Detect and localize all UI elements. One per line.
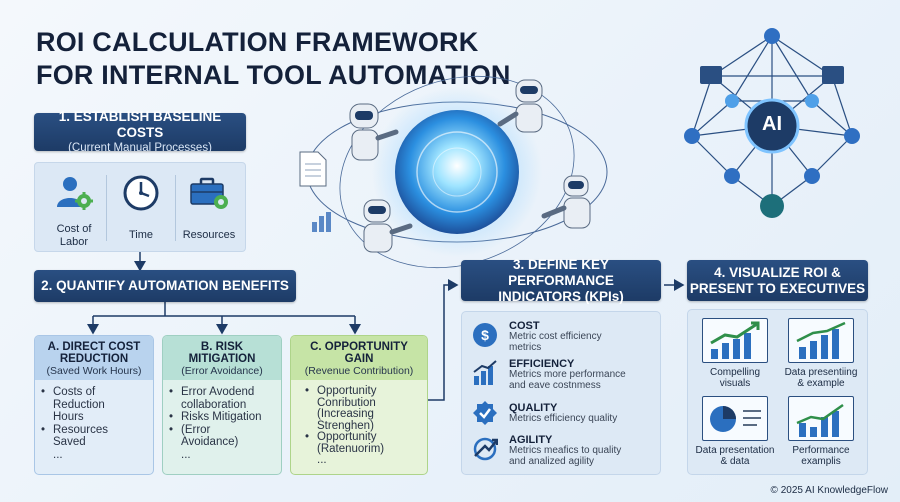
viz-cell-data-presenting: Data presentiing & example (780, 318, 862, 389)
column-a-bullets: •Costs of Reduction Hours •Resources Sav… (41, 386, 108, 461)
robot-icon (541, 175, 591, 229)
list-more: ... (181, 448, 191, 461)
column-a-subtitle: (Saved Work Hours) (46, 365, 142, 377)
benefit-column-direct-cost: A. DIRECT COST REDUCTION (Saved Work Hou… (34, 335, 154, 475)
kpi-agility-desc: Metrics meafics to quality and analized … (509, 445, 622, 467)
viz-caption-data-presenting: Data presentiing & example (784, 367, 858, 389)
kpi-quality-desc: Metrics efficiency quality (509, 413, 618, 424)
divider (175, 175, 176, 241)
list-item: •(Error Avoidance) (169, 423, 239, 449)
baseline-item-labor: Cost of Labor (41, 173, 107, 249)
kpi-cost-name: COST (509, 320, 540, 332)
kpi-efficiency-name: EFFICIENCY (509, 358, 575, 370)
column-b-title: B. RISK MITIGATION (188, 341, 256, 365)
viz-cell-data-presentation: Data presentation & data (694, 396, 776, 467)
step4-header: 4. VISUALIZE ROI & PRESENT TO EXECUTIVES (687, 260, 868, 301)
document-icon (299, 151, 327, 187)
column-c-title: C. OPPORTUNITY GAIN (310, 341, 408, 365)
robot-icon (349, 103, 399, 161)
benefit-column-opportunity-gain: C. OPPORTUNITY GAIN (Revenue Contributio… (290, 335, 428, 475)
monitor-node-icon (700, 66, 722, 84)
quality-badge-icon (473, 401, 497, 425)
glowing-orb (395, 110, 519, 234)
column-c-subtitle: (Revenue Contribution) (304, 365, 414, 377)
growth-chart-icon (796, 403, 844, 437)
bar-trend-chart-icon (796, 321, 846, 359)
list-more: ... (53, 448, 63, 461)
column-a-title: A. DIRECT COST REDUCTION (47, 341, 141, 365)
viz-cell-performance: Performance examplis (780, 396, 862, 467)
column-c-bullets: •Opportunity Conribution (Increasing Str… (305, 385, 385, 467)
agility-icon (473, 437, 498, 461)
clock-icon (123, 175, 159, 211)
ai-robots-illustration (299, 75, 608, 269)
ai-core-node (744, 98, 800, 154)
mini-bar-chart-icon (312, 212, 331, 232)
column-c-header: C. OPPORTUNITY GAIN (Revenue Contributio… (291, 336, 427, 380)
svg-text:$: $ (481, 327, 489, 343)
column-b-header: B. RISK MITIGATION (Error Avoidance) (163, 336, 281, 380)
list-item: •Opportunity (Ratenuorim) (305, 431, 385, 455)
step2-title: 2. QUANTIFY AUTOMATION BENEFITS (41, 278, 289, 293)
viz-cell-compelling: Compelling visuals (694, 318, 776, 389)
title-line-1: ROI CALCULATION FRAMEWORK (36, 27, 479, 57)
baseline-costs-panel: Cost of Labor Time Resources (34, 162, 246, 252)
rising-chart-icon (710, 321, 760, 359)
step1-subtitle: (Current Manual Processes) (68, 142, 212, 154)
column-a-header: A. DIRECT COST REDUCTION (Saved Work Hou… (35, 336, 153, 380)
kpi-panel: $ COST Metric cost efficiency metrics EF… (461, 311, 661, 475)
viz-caption-performance: Performance examplis (792, 445, 850, 467)
dollar-coin-icon: $ (473, 323, 497, 347)
viz-caption-data-presentation: Data presentation & data (695, 445, 775, 467)
baseline-item-time: Time (108, 173, 174, 242)
server-node-icon (822, 66, 844, 84)
baseline-label-resources: Resources (182, 229, 236, 241)
list-item: •Risks Mitigation (169, 411, 262, 423)
arrow-to-kpis (428, 279, 459, 401)
ai-network-diagram (684, 28, 860, 218)
kpi-quality-name: QUALITY (509, 402, 558, 414)
kpi-agility-name: AGILITY (509, 434, 553, 446)
step1-title: 1. ESTABLISH BASELINE COSTS (58, 109, 222, 140)
list-more: ... (317, 454, 327, 466)
copyright-footer: © 2025 AI KnowledgeFlow (770, 485, 888, 496)
kpi-efficiency-desc: Metrics more performance and eave costnm… (509, 369, 626, 391)
step3-title: 3. DEFINE KEY PERFORMANCE INDICATORS (KP… (498, 256, 624, 304)
ai-core-label: AI (762, 113, 782, 135)
list-item: •Error Avodend collaboration (169, 386, 255, 411)
list-item: •Costs of Reduction Hours (41, 386, 105, 423)
pie-chart-icon (710, 406, 761, 432)
visualize-panel: Compelling visuals Data presentiing & ex… (687, 309, 868, 475)
step3-header: 3. DEFINE KEY PERFORMANCE INDICATORS (KP… (461, 257, 661, 304)
divider (106, 175, 107, 241)
kpi-cost-desc: Metric cost efficiency metrics (509, 331, 602, 353)
viz-caption-compelling: Compelling visuals (709, 367, 761, 389)
step4-title: 4. VISUALIZE ROI & PRESENT TO EXECUTIVES (689, 264, 866, 296)
baseline-label-time: Time (128, 229, 154, 241)
baseline-label-labor: Cost of Labor (56, 223, 92, 248)
step1-header: 1. ESTABLISH BASELINE COSTS (Current Man… (34, 109, 246, 154)
robot-icon (497, 79, 543, 133)
baseline-item-resources: Resources (176, 173, 242, 242)
list-item: •Opportunity Conribution (Increasing Str… (305, 385, 377, 432)
column-b-subtitle: (Error Avoidance) (181, 365, 263, 377)
toolbox-gear-icon (190, 177, 228, 209)
benefit-column-risk-mitigation: B. RISK MITIGATION (Error Avoidance) •Er… (162, 335, 282, 475)
bar-chart-icon (473, 360, 497, 385)
title-line-2: FOR INTERNAL TOOL AUTOMATION (36, 60, 511, 90)
worker-gear-icon (57, 177, 93, 210)
list-item: •Resources Saved (41, 423, 108, 449)
robot-icon (363, 199, 413, 253)
step2-header: 2. QUANTIFY AUTOMATION BENEFITS (34, 270, 296, 302)
column-b-bullets: •Error Avodend collaboration •Risks Miti… (169, 386, 262, 461)
page-title: ROI CALCULATION FRAMEWORK FOR INTERNAL T… (36, 26, 511, 92)
